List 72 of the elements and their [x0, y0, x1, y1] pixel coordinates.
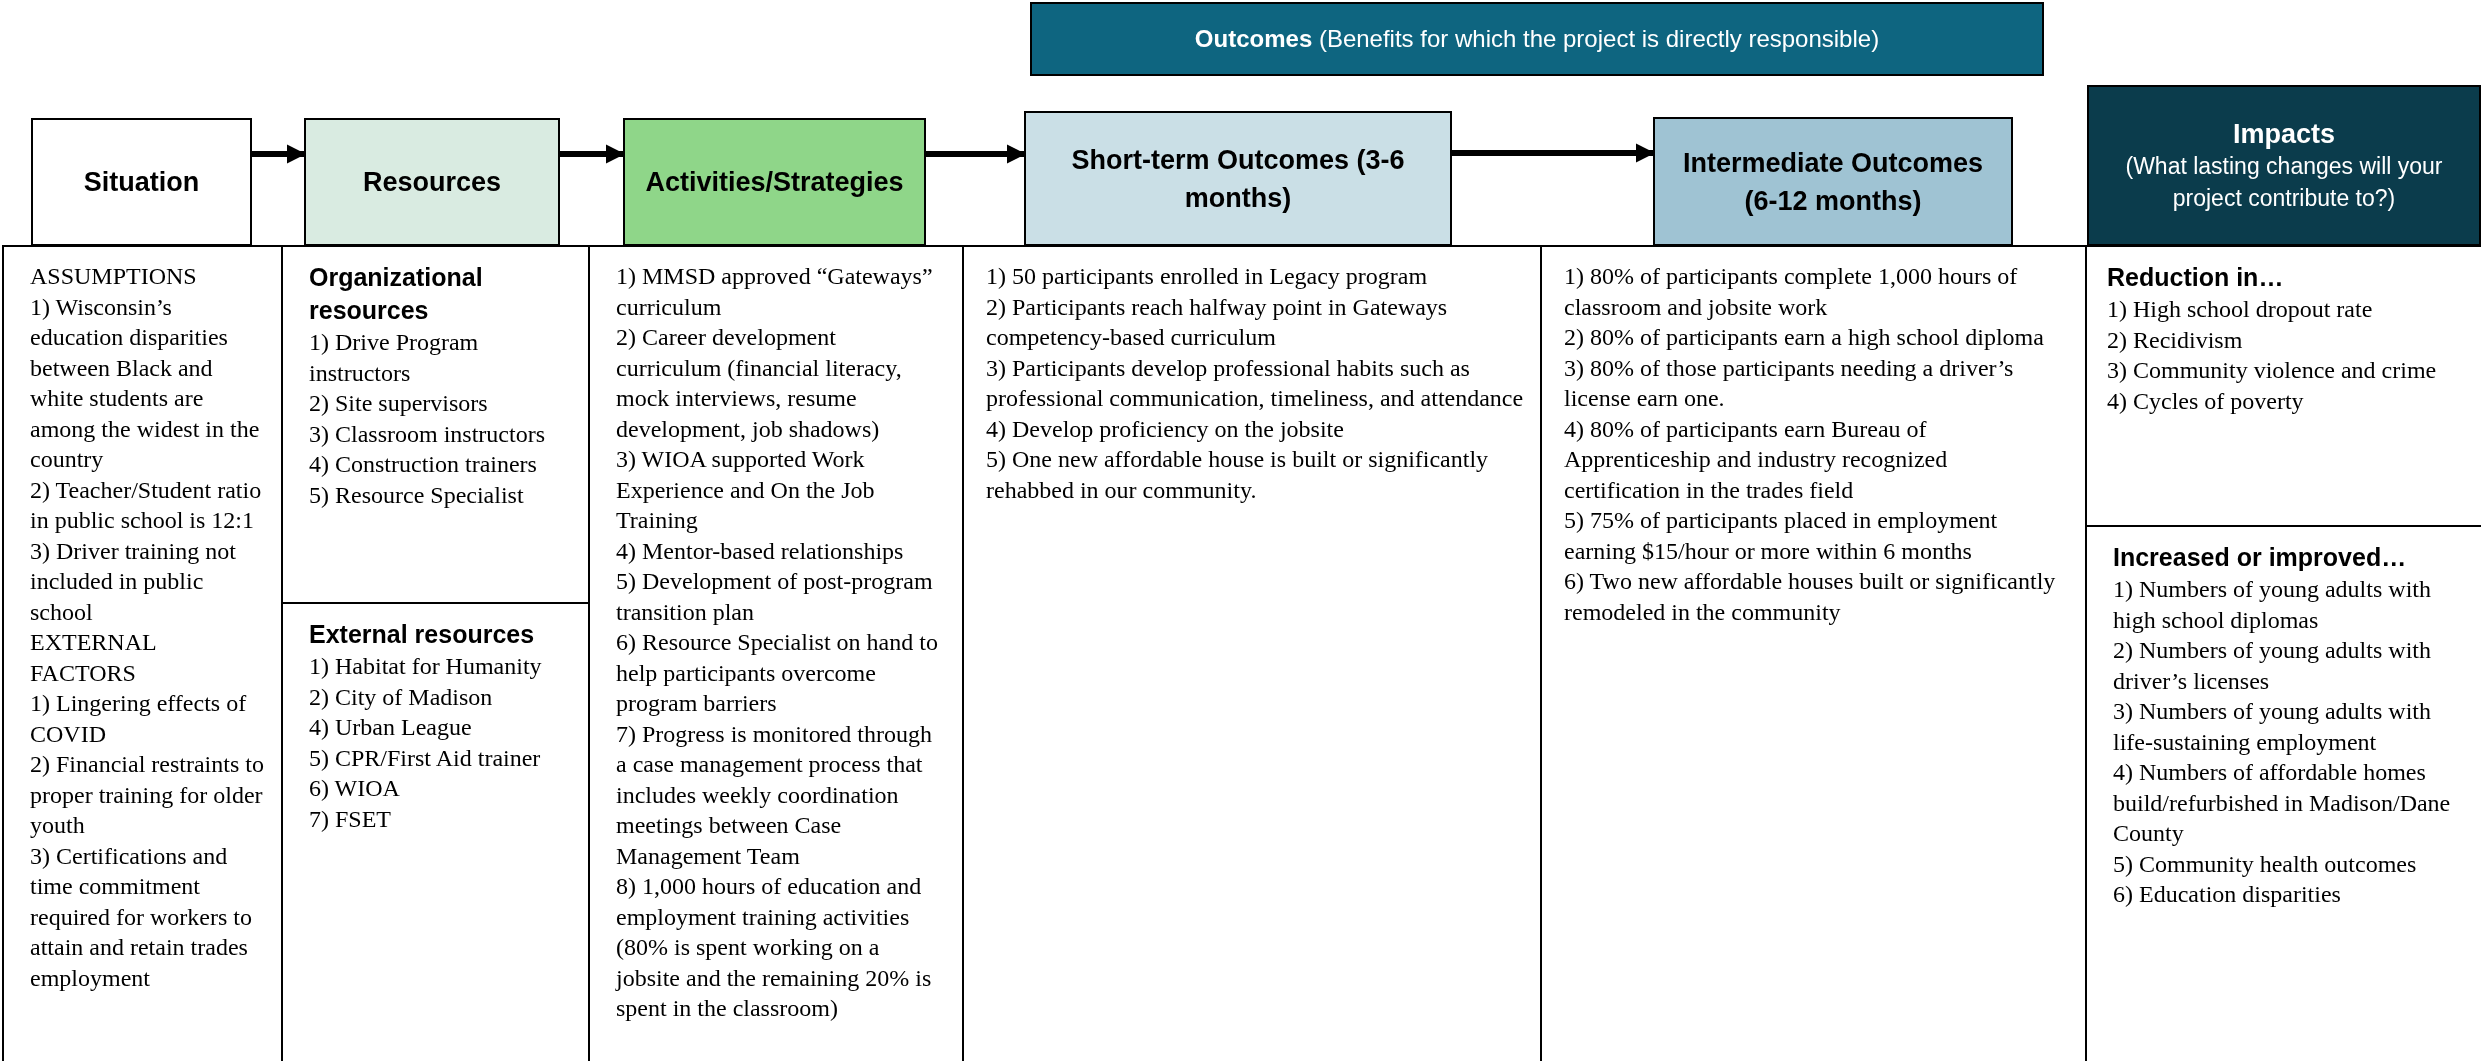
stage-header — [623, 118, 926, 246]
list-item: 2) 80% of participants earn a high school diploma — [1564, 323, 2045, 352]
list-item: 5) One new affordable house is built or significantly rehabbed in our community. — [986, 445, 1490, 505]
arrow — [926, 144, 1026, 164]
panel-heading: Organizational resources — [309, 262, 484, 326]
panel-heading: Reduction in… — [2107, 262, 2285, 293]
list-item: 1) Numbers of young adults with high school diplomas — [2113, 575, 2432, 635]
list-item: 1) Wisconsin’s education disparities between Black and white students are among the widest in the country — [30, 292, 261, 474]
stage-header — [304, 118, 560, 246]
list-item: 6) WIOA — [309, 774, 401, 803]
list-item: 6) Two new affordable houses built or significantly remodeled in the community — [1564, 567, 2057, 627]
list-item: 3) WIOA supported Work Experience and On the Job Training — [616, 445, 876, 535]
list-item: 5) Development of post-program transition plan — [616, 567, 934, 627]
arrow — [252, 144, 306, 164]
list-item: 7) FSET — [309, 804, 392, 834]
header-title: Situation — [83, 166, 200, 199]
list-item: 1) MMSD approved “Gateways” curriculum — [616, 262, 934, 322]
list-item: 4) Cycles of poverty — [2107, 386, 2305, 416]
list-item: ASSUMPTIONS — [30, 262, 198, 291]
panel-heading: Increased or improved… — [2113, 542, 2408, 573]
list-item: 5) Resource Specialist — [309, 480, 525, 510]
list-item: 3) Classroom instructors — [309, 419, 546, 449]
list-item: 1) Habitat for Humanity — [309, 652, 543, 681]
list-item: 7) Progress is monitored through a case management process that includes weekly coordination meetings between Case Management Team — [616, 719, 933, 871]
list-item: 4) Develop proficiency on the jobsite — [986, 414, 1345, 444]
list-item: 2) Financial restraints to proper training for older youth — [30, 750, 265, 840]
list-item: 6) Resource Specialist on hand to help participants overcome program barriers — [616, 628, 939, 718]
list-item: 3) 80% of those participants needing a driver’s license earn one. — [1564, 353, 2015, 413]
list-item: 2) Career development curriculum (financial literacy, mock interviews, resume development, job shadows) — [616, 323, 903, 444]
arrow — [560, 144, 625, 164]
list-item: 3) Participants develop professional habits such as professional communication, timeliness, and attendance — [986, 353, 1524, 413]
list-item: 2) Recidivism — [2107, 325, 2244, 355]
list-item: 4) Numbers of affordable homes build/refurbished in Madison/Dane County — [2113, 758, 2452, 848]
list-item: 3) Driver training not included in public school — [30, 536, 237, 627]
stage-header — [2087, 85, 2481, 246]
list-item: 4) Mentor-based relationships — [616, 536, 905, 566]
header-title: Resources — [362, 166, 502, 199]
list-item: 1) Lingering effects of COVID — [30, 689, 248, 749]
list-item: 4) Construction trainers — [309, 450, 538, 479]
list-item: 3) Numbers of young adults with life-sustaining employment — [2113, 697, 2432, 757]
list-item: 3) Certifications and time commitment required for workers to attain and retain trades employment — [30, 841, 253, 993]
list-item: 3) Community violence and crime — [2107, 356, 2438, 385]
list-item: 1) High school dropout rate — [2107, 295, 2374, 324]
list-item: 5) CPR/First Aid trainer — [309, 743, 542, 773]
arrow — [1452, 143, 1655, 163]
content-panel — [2, 245, 283, 1061]
header-title: Short-term Outcomes (3-6 months) — [1070, 143, 1406, 215]
list-item: 5) Community health outcomes — [2113, 849, 2418, 879]
list-item: 2) Teacher/Student ratio in public school is 12:1 — [30, 475, 263, 535]
panel-heading: External resources — [309, 619, 536, 650]
list-item: 5) 75% of participants placed in employment earning $15/hour or more within 6 months — [1564, 506, 1999, 566]
list-item: 6) Education disparities — [2113, 880, 2342, 909]
stage-header — [1024, 111, 1452, 246]
list-item: 4) 80% of participants earn Bureau of Apprenticeship and industry recognized certification in the trades field — [1564, 414, 1949, 505]
list-item: 2) Site supervisors — [309, 389, 489, 418]
list-item: 4) Urban League — [309, 713, 473, 742]
list-item: 8) 1,000 hours of education and employment training activities (80% is spent working on a jobsite and the remaining 20% is spent in the classroom) — [616, 872, 933, 1023]
section-banner — [1030, 2, 2044, 76]
list-item: EXTERNAL FACTORS — [30, 628, 157, 688]
header-title: Intermediate Outcomes (6-12 months) — [1681, 146, 1985, 218]
list-item: 1) 80% of participants complete 1,000 hours of classroom and jobsite work — [1564, 262, 2019, 322]
list-item: 1) Drive Program instructors — [309, 328, 480, 388]
header-title: Activities/Strategies — [645, 166, 904, 199]
banner-title: Outcomes (Benefits for which the project is directly responsible) — [1194, 24, 1880, 54]
list-item: 1) 50 participants enrolled in Legacy program — [986, 262, 1429, 291]
stage-header — [1653, 117, 2013, 246]
list-item: 2) Participants reach halfway point in Gateways competency-based curriculum — [986, 292, 1449, 352]
header-subtitle: (What lasting changes will your project contribute to?) — [2124, 151, 2444, 213]
header-title: Impacts — [2232, 117, 2335, 150]
list-item: 2) Numbers of young adults with driver’s licenses — [2113, 636, 2432, 696]
stage-header — [31, 118, 252, 246]
list-item: 2) City of Madison — [309, 682, 494, 712]
